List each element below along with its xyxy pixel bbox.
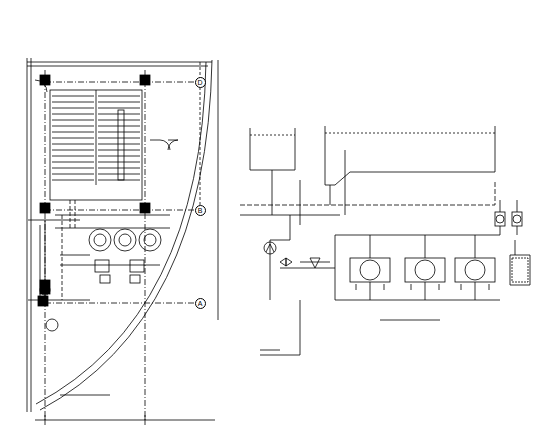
stroke [52,144,94,145]
stroke [98,108,140,109]
axis-bubble: D [195,77,206,88]
stroke [52,138,94,139]
filter-tank [350,258,390,282]
stroke [98,96,140,97]
system-diagram [240,126,530,355]
stroke [98,126,140,127]
stroke [411,284,412,290]
stroke [52,114,94,115]
filter-head [415,260,435,280]
stroke [461,284,462,290]
filter-tank [455,258,495,282]
filter-head [465,260,485,280]
stroke [475,235,476,258]
stroke [98,144,140,145]
axis-label: B [198,207,203,214]
stroke [98,180,140,181]
floor-plan [27,58,218,425]
stroke [475,282,476,300]
stroke [98,138,140,139]
stroke [489,284,490,290]
stroke [52,96,94,97]
stroke [52,120,94,121]
stroke [384,284,385,290]
stroke [98,174,140,175]
axis-label: A [198,300,203,307]
stroke [52,156,94,157]
stroke [98,156,140,157]
axis-bubble: A [195,298,206,309]
stroke [52,180,94,181]
stroke [356,284,357,290]
axis-label: D [197,79,202,86]
stroke [370,282,371,300]
stroke [98,114,140,115]
stroke [98,102,140,103]
stroke [52,150,94,151]
stroke [52,108,94,109]
stroke [98,120,140,121]
stroke [98,132,140,133]
stroke [52,168,94,169]
stroke [98,150,140,151]
stroke [98,162,140,163]
stroke [52,132,94,133]
stroke [370,235,371,258]
stroke [52,174,94,175]
stroke [425,282,426,300]
stroke [425,235,426,258]
stroke [439,284,440,290]
axis-bubble: B [195,205,206,216]
stroke [98,168,140,169]
stroke [52,102,94,103]
stroke [52,126,94,127]
filter-head [360,260,380,280]
filter-tank [405,258,445,282]
stroke [52,162,94,163]
